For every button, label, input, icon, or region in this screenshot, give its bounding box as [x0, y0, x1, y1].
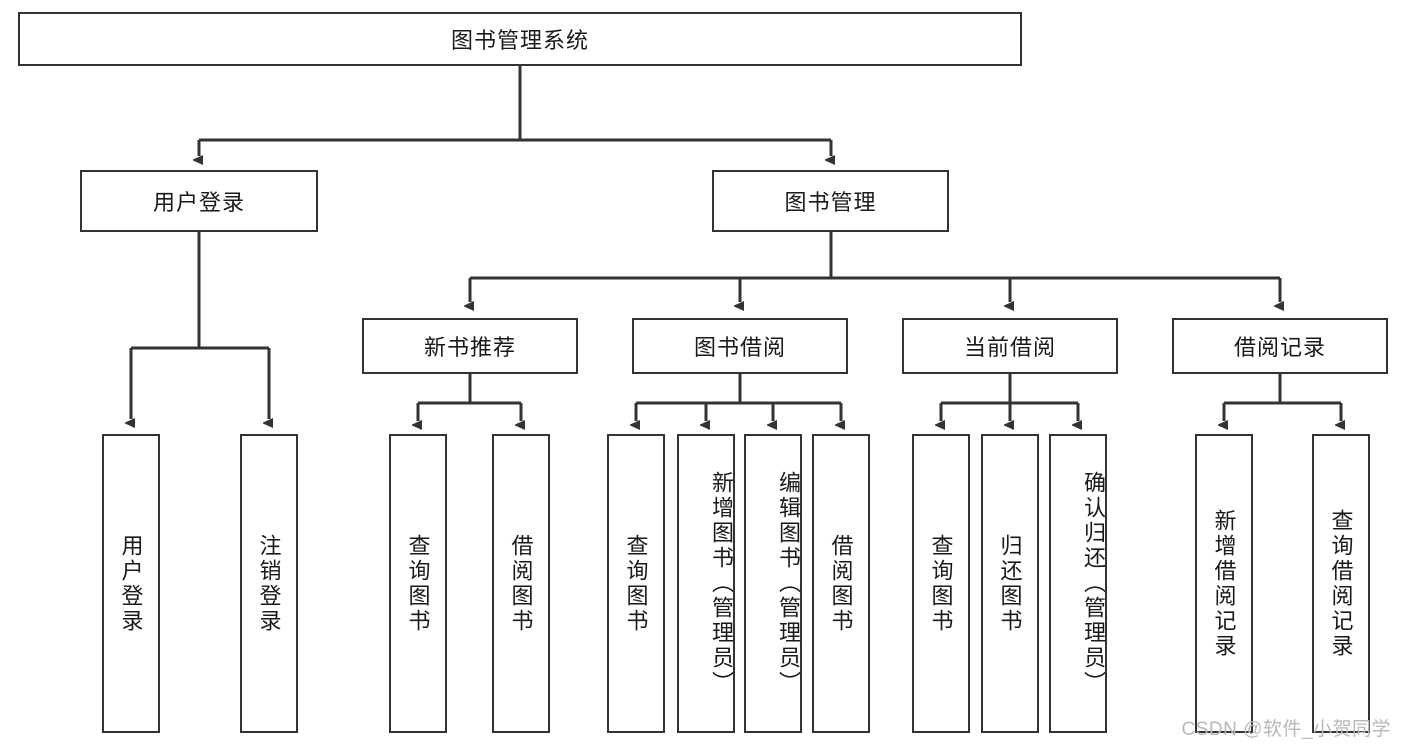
node-book-borrow[interactable]: 图书借阅 — [632, 318, 848, 374]
csdn-watermark: CSDN @软件_小贺同学 — [1181, 719, 1391, 740]
node-borrow-record-label: 借阅记录 — [1233, 335, 1326, 360]
node-current-borrow-label: 当前借阅 — [963, 335, 1056, 360]
node-book-manage[interactable]: 图书管理 — [712, 170, 949, 232]
node-root[interactable]: 图书管理系统 — [18, 12, 1022, 66]
node-root-label: 图书管理系统 — [450, 28, 589, 53]
leaf-query-book-b[interactable]: 查询图书 — [607, 434, 665, 733]
leaf-add-book[interactable]: 新增图书（管理员） — [677, 434, 735, 733]
leaf-add-record[interactable]: 新增借阅记录 — [1195, 434, 1253, 733]
leaf-logout-label: 注销登录 — [256, 533, 282, 634]
leaf-return-book-label: 归还图书 — [997, 533, 1023, 634]
leaf-logout[interactable]: 注销登录 — [240, 434, 298, 733]
leaf-return-book[interactable]: 归还图书 — [981, 434, 1039, 733]
leaf-query-record[interactable]: 查询借阅记录 — [1312, 434, 1370, 733]
node-new-book-rec[interactable]: 新书推荐 — [362, 318, 578, 374]
node-book-borrow-label: 图书借阅 — [693, 335, 786, 360]
leaf-query-book-b-label: 查询图书 — [623, 533, 649, 634]
leaf-borrow-book-b[interactable]: 借阅图书 — [812, 434, 870, 733]
leaf-query-book-c-label: 查询图书 — [928, 533, 954, 634]
leaf-user-login[interactable]: 用户登录 — [102, 434, 160, 733]
node-borrow-record[interactable]: 借阅记录 — [1172, 318, 1388, 374]
leaf-confirm-return-label: 确认归还（管理员） — [1081, 471, 1106, 696]
node-user-login[interactable]: 用户登录 — [80, 170, 318, 232]
leaf-edit-book-label: 编辑图书（管理员） — [776, 471, 801, 696]
leaf-user-login-label: 用户登录 — [118, 533, 144, 634]
leaf-query-book-a-label: 查询图书 — [405, 533, 431, 634]
leaf-query-record-label: 查询借阅记录 — [1328, 508, 1354, 659]
node-new-book-rec-label: 新书推荐 — [423, 335, 516, 360]
leaf-add-record-label: 新增借阅记录 — [1211, 508, 1237, 659]
leaf-query-book-c[interactable]: 查询图书 — [912, 434, 970, 733]
leaf-add-book-label: 新增图书（管理员） — [709, 471, 734, 696]
node-current-borrow[interactable]: 当前借阅 — [902, 318, 1118, 374]
leaf-confirm-return[interactable]: 确认归还（管理员） — [1049, 434, 1107, 733]
leaf-borrow-book-a-label: 借阅图书 — [508, 533, 534, 634]
node-user-login-label: 用户登录 — [152, 190, 245, 215]
node-book-manage-label: 图书管理 — [784, 190, 877, 215]
leaf-edit-book[interactable]: 编辑图书（管理员） — [744, 434, 802, 733]
leaf-borrow-book-b-label: 借阅图书 — [828, 533, 854, 634]
leaf-borrow-book-a[interactable]: 借阅图书 — [492, 434, 550, 733]
leaf-query-book-a[interactable]: 查询图书 — [389, 434, 447, 733]
